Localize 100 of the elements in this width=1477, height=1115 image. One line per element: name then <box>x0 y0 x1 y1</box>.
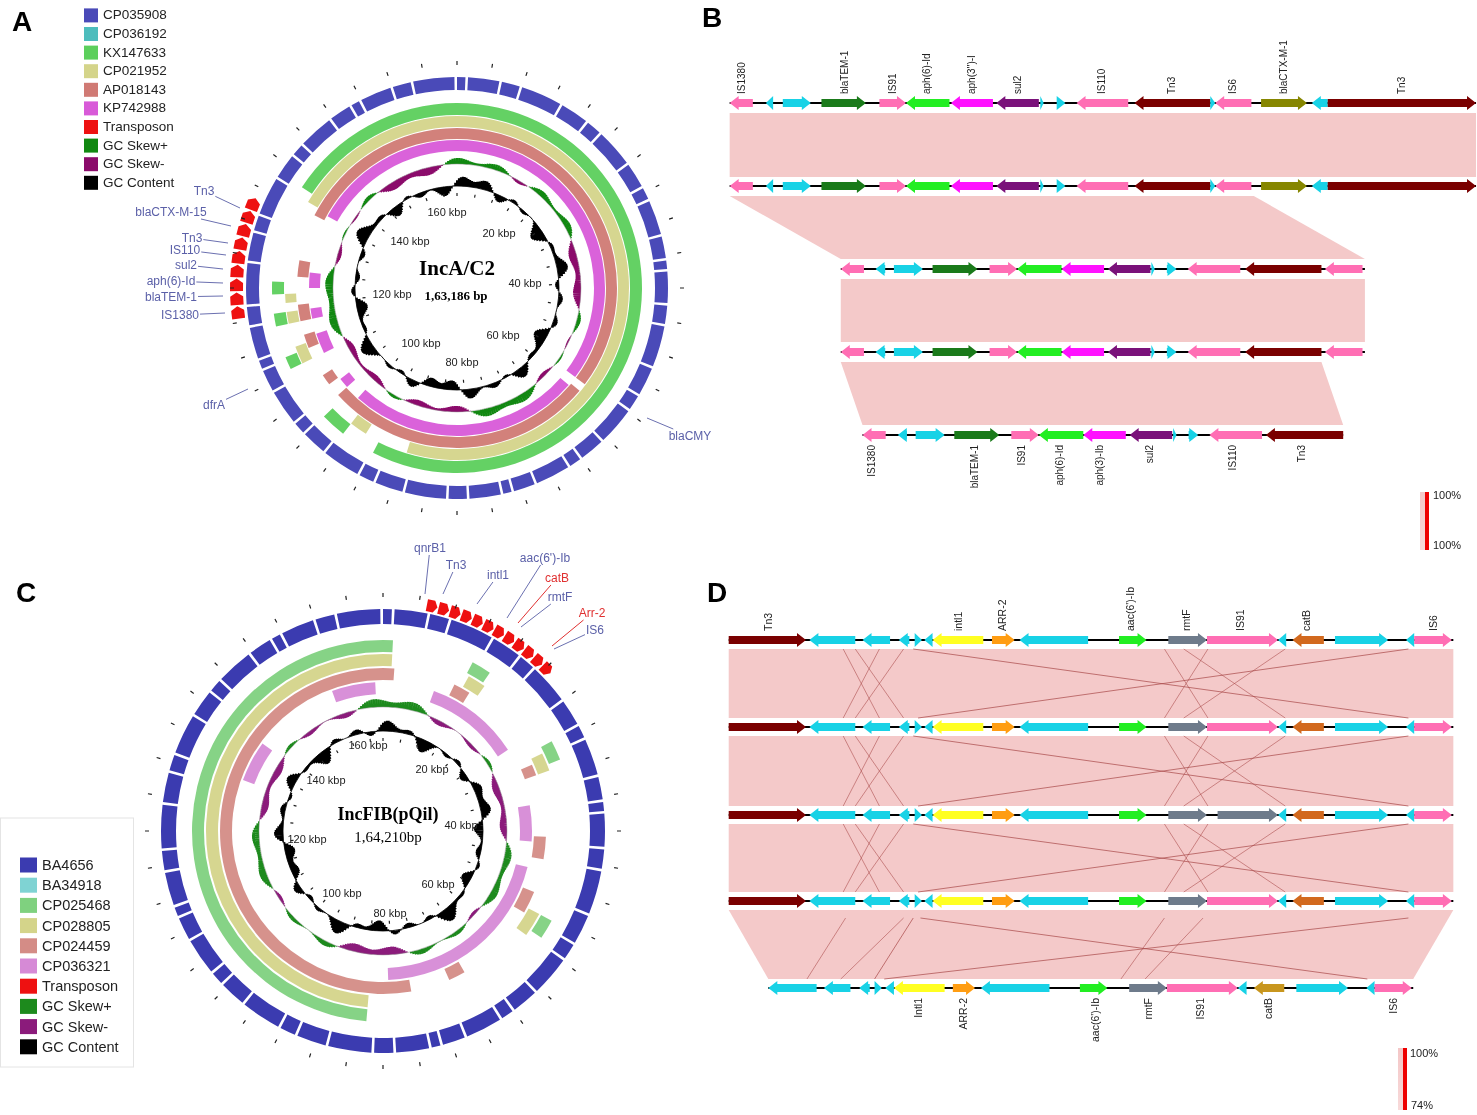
gene-label: blaTEM-1 <box>840 50 850 94</box>
legend-label: BA34918 <box>42 877 102 893</box>
gene-label: IS1380 <box>867 445 877 477</box>
legend-label: CP025468 <box>42 898 111 913</box>
gene-label: intl1 <box>952 611 964 631</box>
gene-label: rmtF <box>1180 609 1192 631</box>
legend-label: Transposon <box>103 120 174 134</box>
leader-line <box>200 218 232 227</box>
gene-label: qnrB1 <box>414 542 446 554</box>
panel-label: A <box>11 8 33 36</box>
tick-label: 160 kbp <box>427 206 467 218</box>
leader-line <box>520 603 552 628</box>
gene-label: aph(3'')-I <box>967 55 977 94</box>
gene-label: catB <box>1300 610 1312 631</box>
tick-label: 160 kbp <box>348 739 388 751</box>
legend-label: BA4656 <box>42 857 94 873</box>
scale-label: 100% <box>1432 489 1462 501</box>
tick-label: 120 kbp <box>287 833 327 845</box>
scale-label: 100% <box>1409 1047 1439 1059</box>
leader-line <box>195 281 224 284</box>
gene-label: Tn3 <box>1167 76 1177 94</box>
gene-label: IS1380 <box>737 62 747 94</box>
gene-label: catB <box>1262 998 1274 1019</box>
legend-label: KX147633 <box>103 45 167 60</box>
leader-line <box>197 295 224 297</box>
gene-label: ARR-2 <box>957 998 969 1030</box>
gene-label: rmtF <box>547 591 573 603</box>
gene-label: blaCMY <box>668 430 712 442</box>
gene-label: IS110 <box>1228 445 1238 471</box>
tick-label: 60 kbp <box>486 329 520 341</box>
legend-label: GC Skew+ <box>103 138 168 153</box>
legend-label: CP028805 <box>42 918 111 933</box>
gene-label: IS110 <box>1097 68 1107 94</box>
tick-label: 80 kbp <box>373 907 407 919</box>
gene-label: intl1 <box>487 569 509 581</box>
leader-line <box>646 417 674 430</box>
gene-label: Tn3 <box>1297 445 1307 463</box>
tick-label: 140 kbp <box>390 235 430 247</box>
circular-plasmid-map-drawing <box>144 592 622 1070</box>
gene-label: IS1380 <box>161 309 199 321</box>
tick-label: 100 kbp <box>401 337 441 349</box>
gene-label: IS110 <box>169 244 201 256</box>
tick-label: 120 kbp <box>372 288 412 300</box>
tick-label: 80 kbp <box>445 356 479 368</box>
gene-label: blaTEM-1 <box>970 445 980 489</box>
legend-label: GC Content <box>103 176 175 190</box>
gene-label: sul2 <box>175 259 197 271</box>
tick-label: 100 kbp <box>322 887 362 899</box>
leader-line <box>214 195 241 209</box>
gene-label: Tn3 <box>762 612 774 631</box>
gene-label: aph(6)-Id <box>146 275 196 287</box>
leader-line <box>424 554 430 595</box>
plasmid-name: IncA/C2 <box>419 257 495 279</box>
gene-label: rmtF <box>1142 998 1154 1020</box>
gene-label: aph(3)-Ib <box>1095 445 1105 486</box>
legend-label: GC Content <box>42 1039 119 1055</box>
plasmid-size: 1,63,186 bp <box>424 288 488 302</box>
leader-line <box>506 564 542 619</box>
gene-label: blaTEM-1 <box>145 291 197 303</box>
leader-line <box>200 251 227 256</box>
plasmid-name: IncFIB(pQil) <box>337 805 439 823</box>
leader-line <box>553 634 586 650</box>
leader-line <box>202 239 229 244</box>
tick-label: 40 kbp <box>508 277 542 289</box>
gene-label: Tn3 <box>445 559 467 571</box>
leader-line <box>442 571 454 595</box>
gene-label: blaCTX-M-15 <box>135 206 207 218</box>
legend-label: KP742988 <box>103 101 167 116</box>
gene-label: IS6 <box>1427 615 1439 631</box>
legend-label: CP024459 <box>42 938 111 954</box>
gene-label: IS91 <box>1234 609 1246 631</box>
tick-label: 20 kbp <box>482 227 516 239</box>
leader-line <box>551 619 584 647</box>
scale-label: 100% <box>1432 539 1462 551</box>
gene-label: aph(6)-Id <box>922 53 932 94</box>
gene-label: ARR-2 <box>996 599 1008 631</box>
leader-line <box>225 388 249 400</box>
gene-label: IS6 <box>1387 998 1399 1014</box>
gene-label: IS91 <box>888 73 898 94</box>
gene-label: IS6 <box>1228 79 1238 94</box>
legend-label: GC Skew- <box>42 1019 109 1034</box>
panel-label: D <box>706 579 728 607</box>
tick-label: 20 kbp <box>415 763 449 775</box>
gene-label: sul2 <box>1145 445 1155 464</box>
legend-label: CP036192 <box>103 27 167 41</box>
gene-label: Intl1 <box>912 998 924 1018</box>
legend-label: GC Skew- <box>103 157 165 171</box>
gene-label: Tn3 <box>181 232 203 244</box>
legend-label: GC Skew+ <box>42 999 112 1014</box>
panel-label: B <box>701 4 723 32</box>
gene-label: aac(6')-Ib <box>519 552 571 564</box>
tick-label: 140 kbp <box>306 774 346 786</box>
gene-label: catB <box>545 572 569 584</box>
panel-label: C <box>15 579 37 607</box>
leader-line <box>517 584 552 624</box>
gene-label: aac(6')-Ib <box>1089 998 1101 1043</box>
gene-label: IS91 <box>1194 998 1206 1020</box>
gene-label: Tn3 <box>193 185 215 197</box>
leader-line <box>476 581 494 605</box>
gene-label: aph(6)-Id <box>1055 445 1065 486</box>
